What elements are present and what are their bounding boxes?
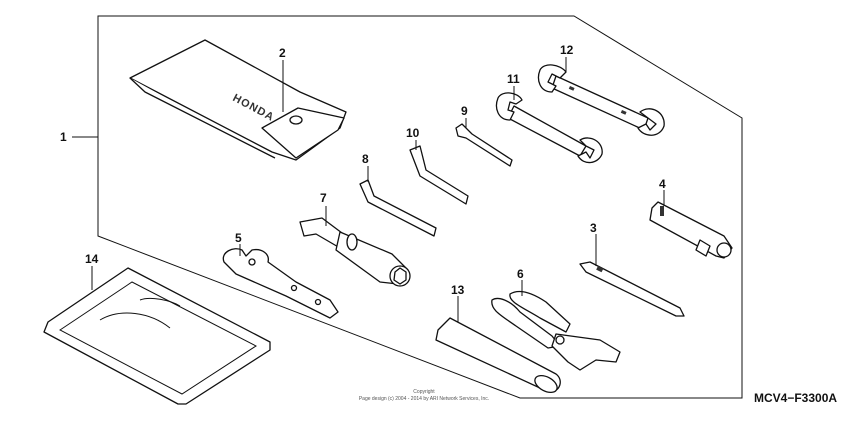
open-end-wrench-12[interactable] [537, 64, 665, 136]
callout-12[interactable]: 12 [560, 43, 574, 57]
callout-7[interactable]: 7 [320, 191, 327, 205]
screwdriver-shaft[interactable] [579, 261, 685, 317]
callout-2[interactable]: 2 [279, 46, 286, 60]
callout-3[interactable]: 3 [590, 221, 597, 235]
screwdriver-grip[interactable] [649, 201, 733, 259]
grip-sleeve[interactable] [435, 317, 561, 396]
callout-9[interactable]: 9 [461, 104, 468, 118]
callout-10[interactable]: 10 [406, 126, 420, 140]
callout-6[interactable]: 6 [517, 267, 524, 281]
copyright-line-1: Copyright [413, 389, 435, 395]
callout-8[interactable]: 8 [362, 152, 369, 166]
diagram-reference-code: MCV4−F3300A [754, 391, 837, 405]
tool-pouch[interactable]: HONDA [129, 39, 347, 161]
hex-key-9[interactable] [455, 123, 513, 167]
callout-1[interactable]: 1 [60, 130, 67, 144]
copyright-line-2: Page design (c) 2004 - 2014 by ARI Netwo… [359, 396, 489, 402]
pin-spanner-wrench[interactable] [222, 248, 339, 319]
hex-key-10[interactable] [409, 145, 469, 205]
callout-13[interactable]: 13 [451, 283, 465, 297]
hex-key-8[interactable] [359, 179, 437, 237]
callout-4[interactable]: 4 [659, 177, 666, 191]
spark-plug-wrench[interactable] [299, 217, 411, 287]
open-end-wrench-11[interactable] [495, 92, 603, 164]
callout-11[interactable]: 11 [507, 72, 520, 86]
callout-5[interactable]: 5 [235, 231, 242, 245]
kit-boundary [97, 15, 743, 399]
callout-14[interactable]: 14 [85, 252, 99, 266]
plastic-bag[interactable] [43, 267, 271, 405]
